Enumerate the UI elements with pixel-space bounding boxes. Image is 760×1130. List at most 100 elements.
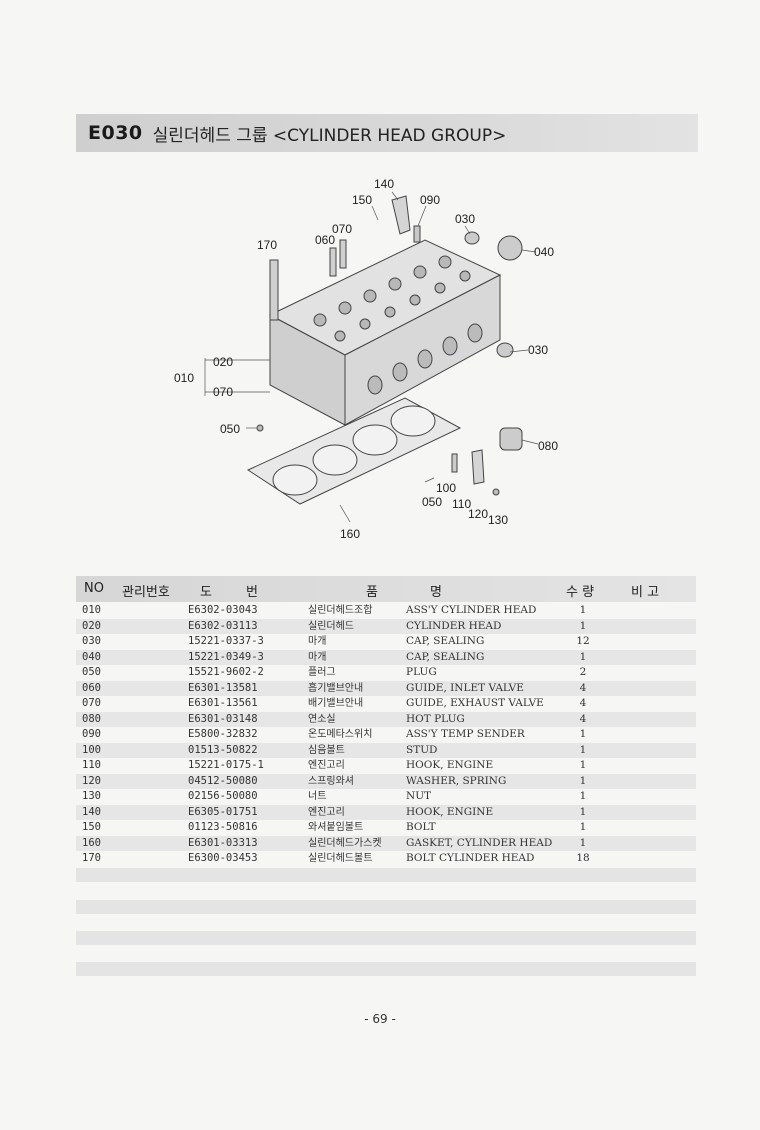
- cell-korean-name: 와셔붙임볼트: [308, 822, 364, 833]
- page-number: - 69 -: [364, 1012, 396, 1026]
- cell-part-number: 04512-50080: [188, 774, 258, 787]
- cell-no: 090: [82, 728, 101, 740]
- cell-quantity: 1: [579, 759, 587, 771]
- parts-table-header: NO 관리번호 도 번 품 명 수 량 비 고: [76, 576, 696, 602]
- valve-guide: [329, 247, 337, 277]
- cell-no: 160: [82, 836, 101, 849]
- header-remarks: 비 고: [631, 585, 660, 600]
- table-empty-band: [76, 900, 696, 914]
- cell-english-name: HOOK, ENGINE: [406, 805, 494, 818]
- cell-quantity: 1: [579, 619, 587, 632]
- callout-label: 070: [332, 222, 352, 236]
- sealing-cap: [496, 342, 514, 358]
- cell-no: 050: [82, 666, 101, 678]
- cell-part-number: 15521-9602-2: [188, 666, 264, 678]
- cell-english-name: PLUG: [406, 666, 437, 678]
- cell-quantity: 2: [579, 666, 587, 678]
- cylinder-head-side: [344, 274, 501, 426]
- cell-quantity: 1: [579, 743, 587, 756]
- cell-korean-name: 엔진고리: [308, 760, 345, 771]
- header-qty: 수 량: [566, 585, 595, 600]
- cell-no: 020: [82, 619, 101, 632]
- cell-no: 130: [82, 790, 101, 802]
- callout-label: 070: [213, 385, 233, 399]
- header-part-no-2: 번: [246, 585, 258, 600]
- header-mgmt-no: 관리번호: [122, 585, 170, 600]
- plug: [256, 424, 264, 432]
- cell-english-name: WASHER, SPRING: [406, 774, 507, 787]
- cell-quantity: 1: [579, 650, 587, 663]
- cell-korean-name: 엔진고리: [308, 806, 345, 818]
- header-name-2: 명: [430, 585, 442, 600]
- cell-korean-name: 플러그: [308, 667, 336, 678]
- cell-korean-name: 배기밸브안내: [308, 698, 364, 709]
- cell-no: 010: [82, 604, 101, 616]
- cell-korean-name: 마개: [308, 636, 327, 647]
- section-code: E030: [88, 122, 143, 144]
- callout-label: 020: [213, 355, 233, 369]
- cell-part-number: E5800-32832: [188, 728, 258, 740]
- cell-korean-name: 실린더헤드조합: [308, 605, 373, 616]
- header-no: NO: [84, 581, 104, 596]
- cell-part-number: E6300-03453: [188, 852, 258, 864]
- cell-korean-name: 연소실: [308, 713, 336, 725]
- cell-part-number: E6301-13581: [188, 681, 258, 694]
- cell-part-number: 02156-50080: [188, 790, 258, 802]
- cell-quantity: 1: [579, 774, 587, 787]
- cell-english-name: GASKET, CYLINDER HEAD: [406, 836, 553, 849]
- cell-quantity: 4: [579, 712, 587, 725]
- cell-english-name: BOLT CYLINDER HEAD: [406, 852, 535, 864]
- cell-quantity: 12: [576, 635, 590, 647]
- stud: [451, 453, 458, 473]
- cell-english-name: CYLINDER HEAD: [406, 619, 502, 632]
- head-ports: [367, 323, 483, 395]
- callout-label: 060: [315, 233, 335, 247]
- cell-part-number: 15221-0175-1: [188, 759, 264, 771]
- cell-part-number: E6301-03148: [188, 712, 258, 725]
- section-title-bar: E030 실린더헤드 그룹 <CYLINDER HEAD GROUP>: [76, 114, 698, 152]
- table-empty-band: [76, 931, 696, 945]
- cell-part-number: E6305-01751: [188, 805, 258, 818]
- cell-english-name: NUT: [406, 790, 432, 802]
- sealing-cap-large: [497, 235, 523, 261]
- callout-label: 120: [468, 507, 488, 521]
- cell-no: 170: [82, 852, 101, 864]
- callout-label: 150: [352, 193, 372, 207]
- callout-label: 050: [220, 422, 240, 436]
- header-name-1: 품: [366, 585, 378, 600]
- cell-english-name: STUD: [406, 743, 438, 756]
- engine-hook: [391, 195, 411, 235]
- callout-label: 170: [257, 238, 277, 252]
- table-row: 090 E5800-32832 온도메타스위치 ASS'Y TEMP SENDER 1: [76, 727, 696, 743]
- hot-plug: [499, 427, 523, 451]
- sealing-cap: [464, 231, 480, 245]
- nut: [492, 488, 500, 496]
- engine-hook-lower: [471, 449, 485, 485]
- callout-label: 140: [374, 177, 394, 191]
- cell-no: 040: [82, 650, 101, 663]
- cell-english-name: ASS'Y CYLINDER HEAD: [406, 604, 537, 616]
- head-top-holes: [313, 255, 471, 342]
- callout-label: 100: [436, 481, 456, 495]
- cell-part-number: E6301-03313: [188, 836, 258, 849]
- cell-korean-name: 실린더헤드볼트: [308, 853, 373, 864]
- cell-korean-name: 온도메타스위치: [308, 729, 373, 740]
- cell-english-name: GUIDE, INLET VALVE: [406, 681, 524, 694]
- cell-part-number: 01123-50816: [188, 821, 258, 833]
- cell-no: 060: [82, 681, 101, 694]
- cell-english-name: ASS'Y TEMP SENDER: [406, 728, 525, 740]
- cell-no: 140: [82, 805, 101, 818]
- cell-korean-name: 실린더헤드: [308, 620, 354, 632]
- cell-korean-name: 심음볼트: [308, 744, 345, 756]
- cell-quantity: 1: [579, 728, 587, 740]
- callout-label: 110: [452, 497, 471, 511]
